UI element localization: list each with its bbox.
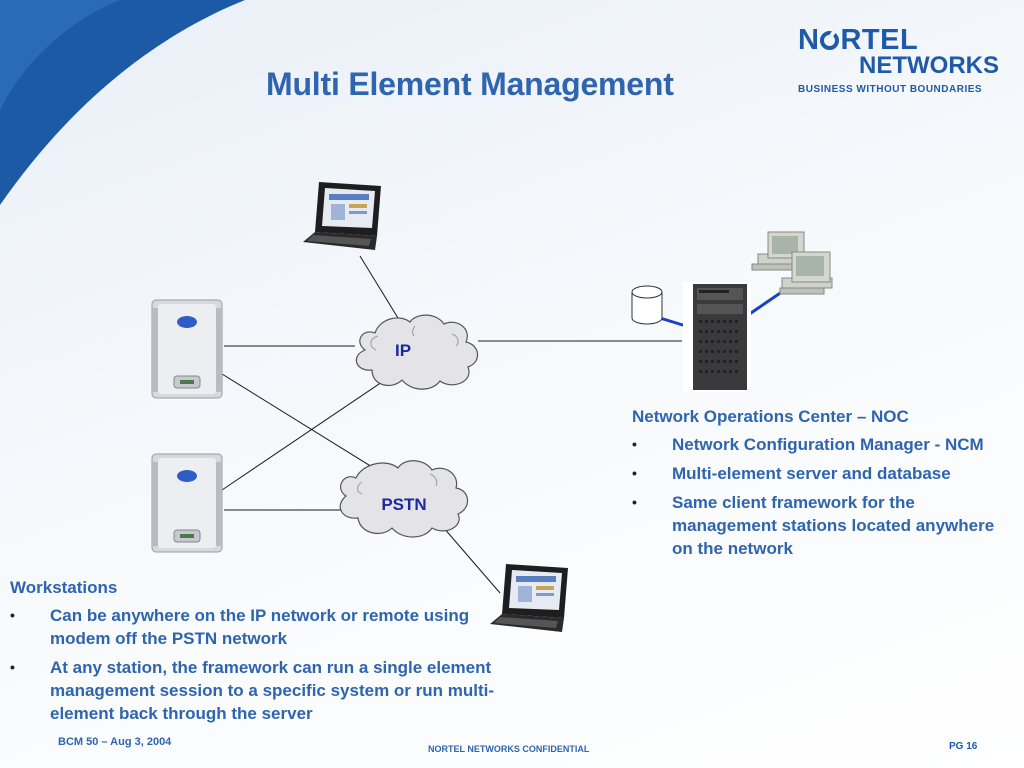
noc-section: Network Operations Center – NOC Network … (632, 407, 1012, 566)
switch-unit-icon (151, 299, 223, 399)
connection-lines (221, 255, 682, 594)
noc-bullet-list: Network Configuration Manager - NCM Mult… (632, 433, 1012, 560)
logo-rtel: RTEL (840, 24, 919, 56)
corner-swoosh-decoration (0, 0, 245, 205)
workstations-bullet: At any station, the framework can run a … (10, 656, 500, 725)
workstations-icon (751, 231, 833, 295)
footer-confidential: NORTEL NETWORKS CONFIDENTIAL (428, 744, 590, 754)
laptop-icon (303, 182, 381, 250)
line-laptop-top-to-ip (359, 255, 399, 319)
footer-page-number: PG 16 (949, 741, 978, 752)
database-icon (631, 285, 663, 325)
logo-o-ring-icon (820, 31, 840, 50)
pstn-cloud-label: PSTN (381, 495, 426, 514)
switch-unit-icon (151, 453, 223, 553)
line-pstn-to-laptop-bottom (442, 526, 501, 594)
server-tower-icon (683, 282, 751, 392)
logo-line-2: NETWORKS (859, 52, 999, 79)
ip-cloud-label: IP (395, 341, 411, 360)
footer-date: BCM 50 – Aug 3, 2004 (58, 736, 172, 748)
workstations-bullet: Can be anywhere on the IP network or rem… (10, 604, 500, 650)
logo-letter-n: N (798, 24, 820, 56)
laptop-icon (490, 564, 568, 632)
workstations-section: Workstations Can be anywhere on the IP n… (10, 578, 500, 731)
noc-heading: Network Operations Center – NOC (632, 407, 909, 426)
noc-bullet: Network Configuration Manager - NCM (632, 433, 1012, 456)
logo-line-1: N RTEL (798, 24, 998, 56)
ip-cloud: IP (355, 314, 479, 390)
pstn-cloud: PSTN (339, 460, 469, 538)
noc-bullet: Multi-element server and database (632, 462, 1012, 485)
workstations-heading: Workstations (10, 578, 118, 597)
line-unit-top-to-pstn (221, 373, 386, 476)
workstations-bullet-list: Can be anywhere on the IP network or rem… (10, 604, 500, 725)
logo-tagline: BUSINESS WITHOUT BOUNDARIES (798, 84, 983, 95)
line-unit-bottom-to-ip (221, 379, 386, 491)
noc-bullet: Same client framework for the management… (632, 491, 1012, 560)
page-title: Multi Element Management (266, 66, 674, 102)
nortel-logo: N RTEL NETWORKS BUSINESS WITHOUT BOUNDARI… (798, 24, 999, 96)
